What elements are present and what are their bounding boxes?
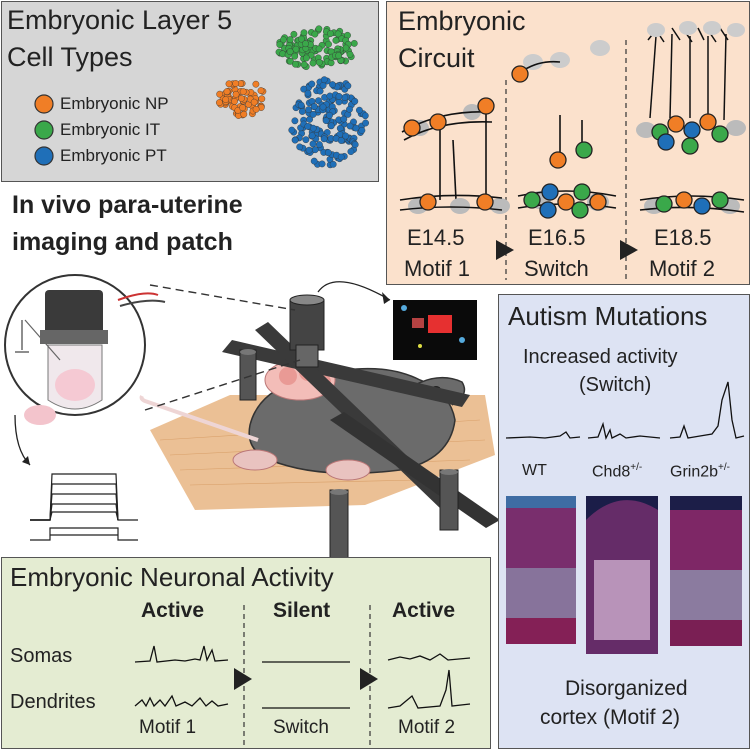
stage-1-age: E14.5 bbox=[407, 225, 465, 250]
autism-subtitle-line2: (Switch) bbox=[579, 374, 652, 396]
stage-2-age: E16.5 bbox=[528, 225, 586, 250]
activity-state-1: Active bbox=[141, 599, 205, 622]
stage-2-label: Switch bbox=[524, 256, 589, 281]
legend-label-pt: Embryonic PT bbox=[60, 146, 167, 165]
activity-motif-1: Motif 1 bbox=[139, 717, 197, 738]
stage-3-label: Motif 2 bbox=[649, 256, 716, 281]
genotype-wt: WT bbox=[522, 462, 547, 479]
cell-types-title-line2: Cell Types bbox=[7, 42, 133, 72]
autism-footer-line2: cortex (Motif 2) bbox=[540, 706, 681, 729]
genotype-chd8: Chd8+/- bbox=[592, 462, 643, 481]
legend-label-np: Embryonic NP bbox=[60, 94, 169, 113]
imaging-title-line1: In vivo para-uterine bbox=[12, 191, 243, 219]
autism-footer-line1: Disorganized bbox=[565, 677, 688, 700]
stage-3-age: E18.5 bbox=[654, 225, 712, 250]
activity-motif-3: Motif 2 bbox=[398, 717, 456, 738]
stage-1-label: Motif 1 bbox=[404, 256, 471, 281]
activity-state-2: Silent bbox=[273, 599, 331, 622]
legend-label-it: Embryonic IT bbox=[60, 120, 161, 139]
circuit-title-line2: Circuit bbox=[398, 43, 475, 73]
activity-panel bbox=[1, 557, 491, 749]
cell-types-title-line1: Embryonic Layer 5 bbox=[7, 5, 233, 35]
autism-subtitle-line1: Increased activity bbox=[523, 346, 678, 368]
genotype-grin2b: Grin2b+/- bbox=[670, 462, 730, 481]
activity-title: Embryonic Neuronal Activity bbox=[10, 562, 334, 592]
activity-row-somas: Somas bbox=[10, 645, 73, 667]
autism-title: Autism Mutations bbox=[508, 301, 708, 331]
activity-motif-2: Switch bbox=[273, 717, 329, 738]
imaging-title-line2: imaging and patch bbox=[12, 228, 233, 256]
activity-row-dendrites: Dendrites bbox=[10, 691, 96, 713]
activity-state-3: Active bbox=[392, 599, 456, 622]
circuit-title-line1: Embryonic bbox=[398, 6, 526, 36]
